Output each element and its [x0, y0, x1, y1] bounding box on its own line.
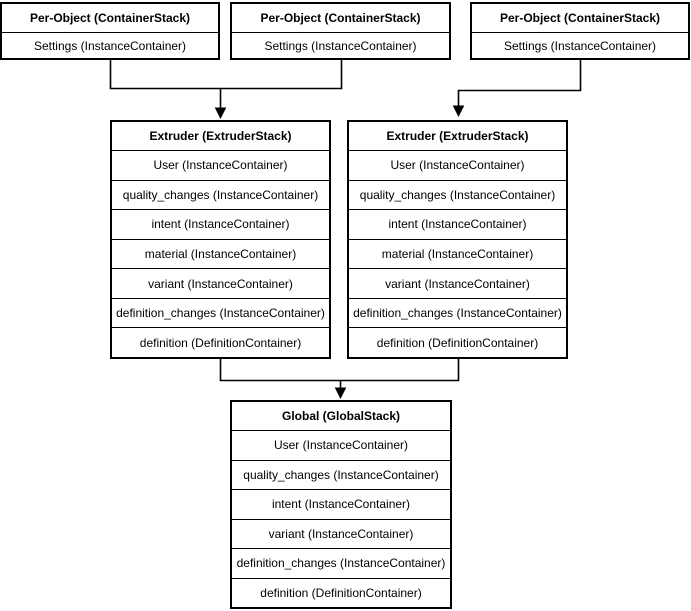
per-object-stack-box-2: Per-Object (ContainerStack) Settings (In… [230, 2, 451, 60]
container-row: quality_changes (InstanceContainer) [232, 459, 450, 490]
box-title: Extruder (ExtruderStack) [386, 129, 529, 143]
extruder-stack-box-left: Extruder (ExtruderStack) User (InstanceC… [110, 120, 331, 359]
container-row: intent (InstanceContainer) [112, 209, 329, 239]
container-row: definition (DefinitionContainer) [349, 327, 566, 357]
per-object-stack-box-3: Per-Object (ContainerStack) Settings (In… [470, 2, 690, 60]
container-row: quality_changes (InstanceContainer) [112, 179, 329, 210]
container-row: variant (InstanceContainer) [232, 518, 450, 549]
container-row: material (InstanceContainer) [349, 238, 566, 269]
container-row: definition_changes (InstanceContainer) [112, 297, 329, 328]
arrowhead-right-extruder [452, 105, 465, 117]
global-stack-box: Global (GlobalStack) User (InstanceConta… [230, 400, 452, 609]
container-row: Settings (InstanceContainer) [472, 32, 688, 58]
container-row: variant (InstanceContainer) [112, 268, 329, 298]
arrowhead-left-extruder [214, 107, 227, 119]
arrowhead-global [334, 387, 347, 399]
container-row: quality_changes (InstanceContainer) [349, 179, 566, 210]
arrow-extruders-to-global [219, 359, 460, 388]
container-row: intent (InstanceContainer) [349, 209, 566, 239]
box-title: Global (GlobalStack) [281, 409, 401, 423]
extruder-stack-box-right: Extruder (ExtruderStack) User (InstanceC… [347, 120, 568, 359]
container-row: User (InstanceContainer) [232, 430, 450, 460]
container-row: material (InstanceContainer) [112, 238, 329, 269]
box-title: Per-Object (ContainerStack) [260, 11, 421, 25]
per-object-stack-box-1: Per-Object (ContainerStack) Settings (In… [0, 2, 220, 60]
arrow-perobject-to-right-extruder [457, 60, 582, 106]
container-row: User (InstanceContainer) [112, 150, 329, 180]
container-row: User (InstanceContainer) [349, 150, 566, 180]
container-row: variant (InstanceContainer) [349, 268, 566, 298]
container-row: definition (DefinitionContainer) [112, 327, 329, 357]
container-row: Settings (InstanceContainer) [232, 32, 449, 58]
arrow-perobject-to-left-extruder [109, 60, 343, 108]
container-row: intent (InstanceContainer) [232, 489, 450, 519]
box-title: Per-Object (ContainerStack) [499, 11, 661, 25]
container-row: Settings (InstanceContainer) [2, 32, 218, 58]
box-title: Extruder (ExtruderStack) [149, 129, 292, 143]
container-row: definition_changes (InstanceContainer) [349, 297, 566, 328]
container-row: definition (DefinitionContainer) [232, 577, 450, 608]
container-row: definition_changes (InstanceContainer) [232, 548, 450, 578]
box-title: Per-Object (ContainerStack) [29, 11, 191, 25]
